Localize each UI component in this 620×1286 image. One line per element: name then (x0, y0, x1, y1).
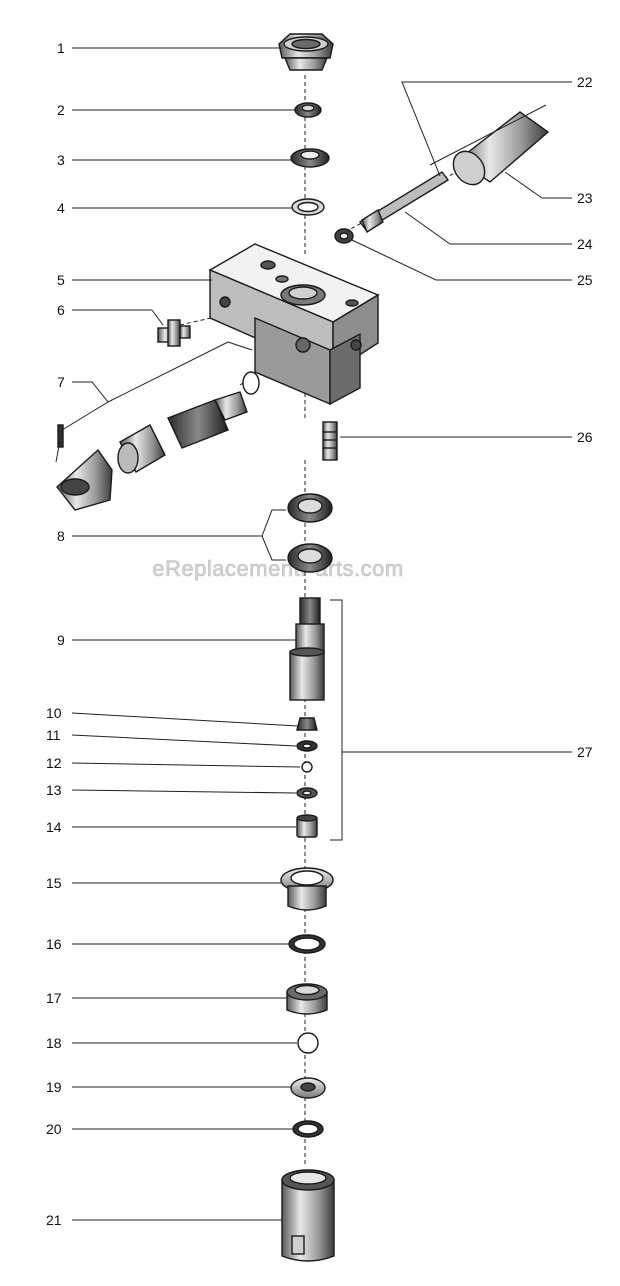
callout-4: 4 (57, 200, 65, 216)
part-12-ball (301, 761, 313, 773)
callout-24: 24 (577, 236, 593, 252)
callout-labels: 1 2 3 4 5 6 7 8 9 10 11 12 13 14 15 16 1… (46, 40, 593, 1228)
leader-lines (55, 47, 572, 1221)
callout-22: 22 (577, 74, 593, 90)
part-17-cage (286, 983, 328, 1015)
part-26-plug (322, 421, 338, 461)
callout-18: 18 (46, 1035, 62, 1051)
callout-5: 5 (57, 272, 65, 288)
part-4-oring (291, 198, 325, 216)
callout-15: 15 (46, 875, 62, 891)
part-16-oring (288, 934, 326, 954)
part-18-ball (297, 1032, 319, 1054)
callout-7: 7 (57, 374, 65, 390)
part-2-seal (294, 102, 322, 118)
callout-14: 14 (46, 819, 62, 835)
callout-20: 20 (46, 1121, 62, 1137)
part-7-valve-assembly (56, 371, 260, 511)
callout-12: 12 (46, 755, 62, 771)
part-15-housing (280, 867, 334, 911)
callout-19: 19 (46, 1079, 62, 1095)
callout-17: 17 (46, 990, 62, 1006)
callout-26: 26 (577, 429, 593, 445)
callout-6: 6 (57, 302, 65, 318)
callout-27: 27 (577, 744, 593, 760)
part-21-cylinder (281, 1169, 335, 1262)
callout-8: 8 (57, 528, 65, 544)
part-10-valve-seat (296, 717, 318, 731)
part-5-pump-block (208, 243, 380, 406)
callout-1: 1 (57, 40, 65, 56)
part-20-oring (292, 1120, 324, 1138)
part-6-fitting (157, 319, 191, 347)
part-8-bearings (287, 493, 333, 573)
part-11-washer (296, 740, 318, 752)
callout-16: 16 (46, 936, 62, 952)
callout-21: 21 (46, 1212, 62, 1228)
callout-2: 2 (57, 102, 65, 118)
part-3-packing (290, 148, 330, 168)
part-19-seat (290, 1077, 326, 1099)
callout-11: 11 (46, 727, 61, 743)
callout-10: 10 (46, 705, 62, 721)
callout-13: 13 (46, 782, 62, 798)
callout-9: 9 (57, 632, 65, 648)
part-1-nut (278, 33, 334, 71)
part-9-piston-rod (289, 597, 325, 701)
part-22-hose-assembly (358, 111, 550, 234)
part-13-seal (296, 787, 318, 799)
part-14-retainer (296, 814, 318, 838)
callout-23: 23 (577, 190, 593, 206)
part-25-oring (334, 228, 354, 244)
callout-3: 3 (57, 152, 65, 168)
callout-25: 25 (577, 272, 593, 288)
